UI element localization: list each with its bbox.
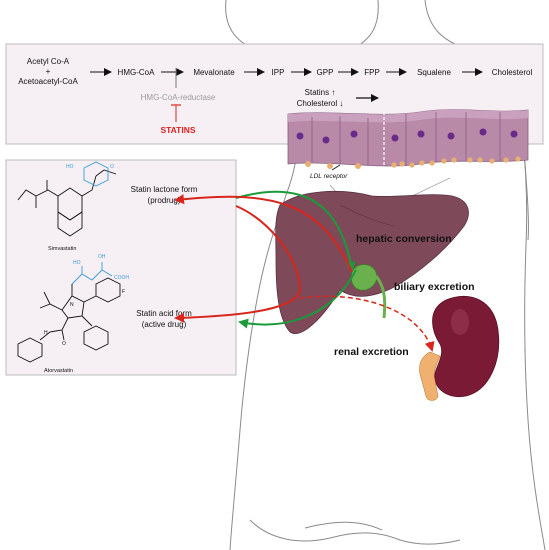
atorva-n-label: N bbox=[70, 302, 74, 308]
renal-excretion-label: renal excretion bbox=[334, 346, 409, 358]
effect-statins-up: Statins ↑ bbox=[305, 88, 336, 97]
simvastatin-label: Simvastatin bbox=[48, 246, 76, 252]
start-acetoacetyl-coa: Acetoacetyl-CoA bbox=[18, 77, 78, 86]
enzyme-label: HMG-CoA-reductase bbox=[141, 93, 216, 102]
atorvastatin-structure bbox=[17, 277, 121, 363]
step-gpp: GPP bbox=[317, 68, 334, 77]
ldl-pointer bbox=[331, 164, 341, 171]
prodrug-label: (prodrug) bbox=[148, 196, 181, 205]
green-arrow-lactone-to-liver bbox=[235, 190, 356, 272]
acid-form-label: Statin acid form bbox=[136, 309, 192, 318]
step-ipp: IPP bbox=[272, 68, 285, 77]
gallbladder bbox=[350, 264, 387, 319]
drug-panel bbox=[5, 159, 237, 376]
red-arrow-to-acid bbox=[174, 205, 302, 323]
green-arrow-liver-to-acid bbox=[238, 269, 357, 329]
atorva-oh1-label: HO bbox=[73, 260, 81, 266]
atorva-f-label: F bbox=[122, 289, 125, 295]
effect-cholesterol-down: Cholesterol ↓ bbox=[297, 99, 344, 108]
hepatocyte-strip bbox=[287, 109, 529, 169]
renal-excretion-arrow bbox=[299, 295, 435, 352]
simva-ho-label: HO bbox=[66, 164, 74, 170]
atorva-o-label: O bbox=[62, 341, 66, 347]
step-fpp: FPP bbox=[364, 68, 380, 77]
start-acetyl-coa: Acetyl Co-A bbox=[27, 57, 70, 66]
step-cholesterol: Cholesterol bbox=[492, 68, 533, 77]
active-drug-label: (active drug) bbox=[142, 320, 187, 329]
ldl-receptor-label: LDL receptor bbox=[310, 173, 348, 180]
atorvastatin-label: Atorvastatin bbox=[44, 368, 73, 374]
step-squalene: Squalene bbox=[417, 68, 451, 77]
simvastatin-structure bbox=[17, 169, 117, 237]
plus-sign: + bbox=[46, 67, 51, 76]
atorva-cooh-label: COOH bbox=[114, 275, 129, 281]
biliary-excretion-label: biliary excretion bbox=[394, 281, 475, 293]
liver bbox=[275, 190, 469, 334]
kidney bbox=[432, 296, 500, 398]
atorvastatin-chain bbox=[71, 262, 113, 285]
atorva-h-label: H bbox=[44, 330, 48, 336]
lactone-form-label: Statin lactone form bbox=[131, 185, 198, 194]
ureter bbox=[419, 351, 441, 401]
hepatic-conversion-label: hepatic conversion bbox=[356, 233, 452, 245]
atorva-oh2-label: OH bbox=[98, 254, 106, 260]
step-hmg-coa: HMG-CoA bbox=[118, 68, 156, 77]
simva-o-label: O bbox=[110, 164, 114, 170]
simvastatin-lactone-ring bbox=[83, 161, 109, 187]
step-mevalonate: Mevalonate bbox=[193, 68, 235, 77]
statins-inhibitor-label: STATINS bbox=[160, 125, 195, 135]
red-arrow-liver-to-lactone bbox=[174, 194, 353, 273]
